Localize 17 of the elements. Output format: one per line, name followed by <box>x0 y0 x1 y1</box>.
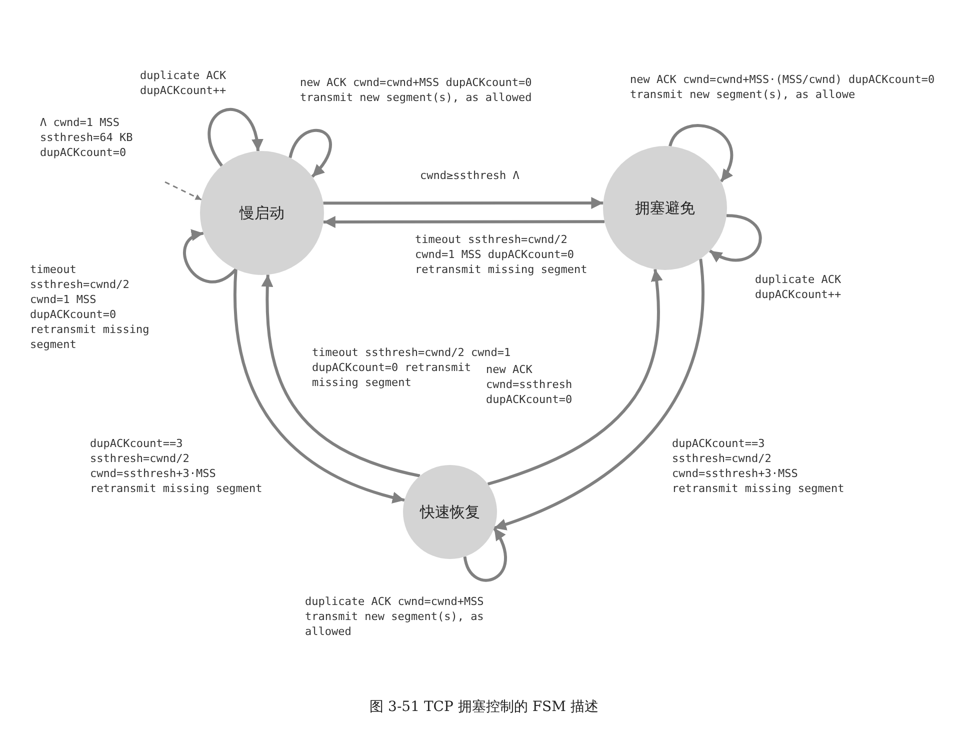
loop-arrow <box>208 108 262 167</box>
loop-arrow <box>668 124 733 182</box>
loop-arrow <box>183 231 237 284</box>
arrow <box>262 274 420 478</box>
dashed-arrow <box>164 181 202 200</box>
loop-arrow <box>463 527 507 582</box>
state-circle: 拥塞避免 <box>603 146 727 270</box>
loop-arrow <box>709 214 762 262</box>
arrow <box>487 269 662 486</box>
figure-caption: 图 3-51 TCP 拥塞控制的 FSM 描述 <box>368 698 600 716</box>
state-circle: 快速恢复 <box>403 465 497 559</box>
arrow <box>234 269 405 504</box>
loop-arrow <box>288 128 332 178</box>
state-circle: 慢启动 <box>200 151 324 275</box>
arrow <box>494 258 704 530</box>
arrow <box>323 216 604 228</box>
arrow <box>323 197 604 209</box>
